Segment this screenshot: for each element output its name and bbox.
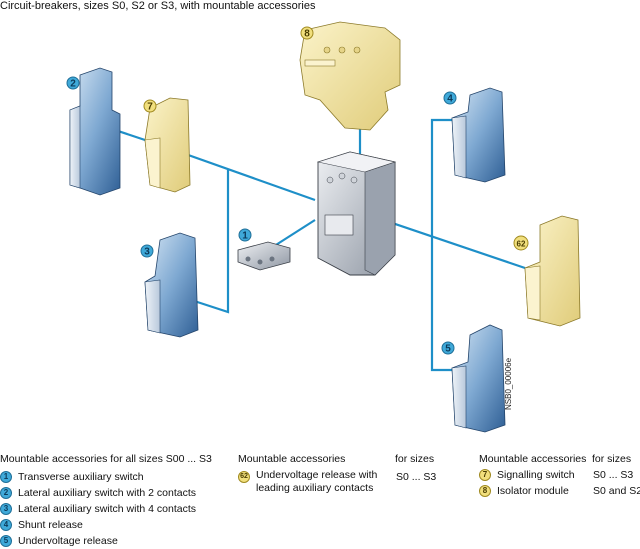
badge-icon: 4 <box>0 519 12 531</box>
component-isolator-module <box>299 21 401 131</box>
svg-text:2: 2 <box>70 79 76 90</box>
legend-signalling-isolator: Mountable accessories for sizes 7 Signal… <box>479 451 640 499</box>
badge-7: 7 <box>143 99 157 113</box>
legend-item: 3 Lateral auxiliary switch with 4 contac… <box>0 501 212 517</box>
badge-1: 1 <box>238 228 252 242</box>
badge-icon: 62 <box>238 471 250 483</box>
badge-icon: 2 <box>0 487 12 499</box>
component-lateral-aux-switch-2 <box>69 67 121 196</box>
legend-item: 1 Transverse auxiliary switch <box>0 469 212 485</box>
badge-icon: 1 <box>0 471 12 483</box>
badge-8: 8 <box>300 26 314 40</box>
legend-header: Mountable accessories <box>238 453 346 465</box>
legend-header: Mountable accessories for all sizes S00 … <box>0 453 212 465</box>
legend-label: Isolator module <box>497 485 569 497</box>
svg-text:4: 4 <box>447 94 453 105</box>
legend-item: 62 Undervoltage release with leading aux… <box>238 469 436 495</box>
legend-sizes: S0 ... S3 <box>593 469 634 481</box>
component-undervoltage-release-leading <box>524 215 581 327</box>
legend-item: 8 Isolator module S0 and S2 <box>479 483 640 499</box>
accessory-diagram: 2 7 8 1 <box>66 21 581 433</box>
legend-label-line1: Undervoltage release with <box>256 469 378 481</box>
component-circuit-breaker <box>316 151 397 276</box>
legend-label: Signalling switch <box>497 469 575 481</box>
badge-3: 3 <box>140 244 154 258</box>
figure-title: Circuit-breakers, sizes S0, S2 or S3, wi… <box>0 0 316 12</box>
legend-sizes: S0 ... S3 <box>396 471 437 483</box>
legend-item: 5 Undervoltage release <box>0 533 212 549</box>
svg-text:62: 62 <box>517 240 526 249</box>
legend-sizes-header: for sizes <box>592 453 632 465</box>
svg-text:8: 8 <box>304 29 310 40</box>
svg-text:3: 3 <box>144 247 150 258</box>
connector-line-3 <box>184 170 230 314</box>
legend-label-line2: leading auxiliary contacts <box>256 482 374 494</box>
component-undervoltage-release <box>451 324 506 433</box>
legend-label: Lateral auxiliary switch with 2 contacts <box>18 487 196 499</box>
badge-icon: 5 <box>0 535 12 547</box>
legend-header-row: Mountable accessories for sizes <box>479 451 640 467</box>
component-lateral-aux-switch-4 <box>144 232 199 338</box>
legend-item: 7 Signalling switch S0 ... S3 <box>479 467 640 483</box>
legend-item: 4 Shunt release <box>0 517 212 533</box>
legend-all-sizes: Mountable accessories for all sizes S00 … <box>0 451 212 549</box>
component-transverse-aux-switch <box>237 241 291 271</box>
badge-icon: 8 <box>479 485 491 497</box>
svg-text:1: 1 <box>242 231 248 242</box>
legend-sizes: S0 and S2 <box>593 485 640 497</box>
legend-label: Undervoltage release with leading auxili… <box>256 469 396 495</box>
connector-lines <box>99 85 526 372</box>
legend-label: Undervoltage release <box>18 535 118 547</box>
legend-label: Lateral auxiliary switch with 4 contacts <box>18 503 196 515</box>
badge-2: 2 <box>66 76 80 90</box>
legend-header: Mountable accessories <box>479 453 587 465</box>
document-code: NSB0_00006e <box>504 357 513 410</box>
badge-5: 5 <box>441 341 455 355</box>
badge-62: 62 <box>513 235 529 251</box>
legend-sizes-header: for sizes <box>395 453 435 465</box>
legend-label: Transverse auxiliary switch <box>18 471 144 483</box>
legend-label: Shunt release <box>18 519 83 531</box>
badge-icon: 7 <box>479 469 491 481</box>
badge-icon: 3 <box>0 503 12 515</box>
badge-4: 4 <box>443 91 457 105</box>
legend-header-row: Mountable accessories for sizes <box>238 451 436 467</box>
connector-line-4-5 <box>430 118 455 372</box>
svg-text:5: 5 <box>445 344 451 355</box>
legend-undervoltage: Mountable accessories for sizes 62 Under… <box>238 451 436 495</box>
component-shunt-release <box>451 87 506 183</box>
svg-text:7: 7 <box>147 102 153 113</box>
component-signalling-switch <box>144 97 191 193</box>
legend-item: 2 Lateral auxiliary switch with 2 contac… <box>0 485 212 501</box>
